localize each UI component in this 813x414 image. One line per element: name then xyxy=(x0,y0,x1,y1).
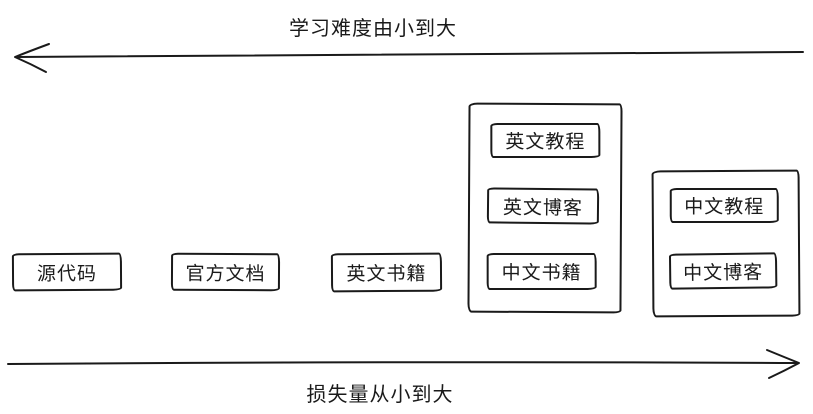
group-chinese-tutorials-blogs: 中文教程 中文博客 xyxy=(651,169,801,318)
box-english-tutorials-label: 英文教程 xyxy=(505,131,586,154)
left-arrow xyxy=(14,43,804,73)
box-english-blogs-label: 英文博客 xyxy=(502,197,584,219)
group-english-and-cn-books: 英文教程 英文博客 中文书籍 xyxy=(467,102,623,314)
box-official-docs-label: 官方文档 xyxy=(185,263,266,285)
box-chinese-tutorials: 中文教程 xyxy=(669,187,779,224)
box-chinese-blogs: 中文博客 xyxy=(668,252,778,290)
box-source-code: 源代码 xyxy=(11,252,123,292)
right-arrow xyxy=(7,349,800,379)
box-chinese-blogs-label: 中文博客 xyxy=(683,262,764,285)
box-english-blogs: 英文博客 xyxy=(486,187,600,225)
top-axis-label: 学习难度由小到大 xyxy=(289,18,457,40)
box-english-books-label: 英文书籍 xyxy=(346,263,427,286)
box-english-books: 英文书籍 xyxy=(330,252,443,293)
bottom-axis-label: 损失量从小到大 xyxy=(306,384,454,406)
box-english-tutorials: 英文教程 xyxy=(490,122,601,159)
box-official-docs: 官方文档 xyxy=(170,252,281,292)
box-chinese-books: 中文书籍 xyxy=(486,252,597,291)
box-source-code-label: 源代码 xyxy=(36,263,98,285)
box-chinese-books-label: 中文书籍 xyxy=(501,262,582,285)
box-chinese-tutorials-label: 中文教程 xyxy=(684,196,765,219)
